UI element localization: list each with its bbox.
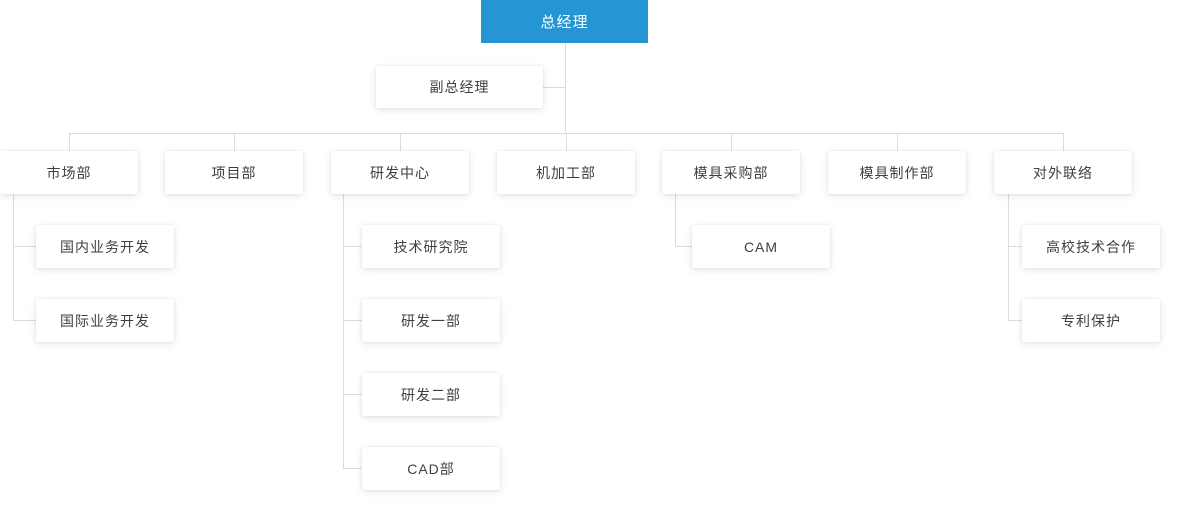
connector-line: [566, 133, 567, 151]
node-mold-making-dept[interactable]: 模具制作部: [828, 151, 966, 194]
connector-line: [1008, 194, 1009, 321]
connector-line: [13, 194, 14, 321]
node-external-liaison[interactable]: 对外联络: [994, 151, 1132, 194]
connector-line: [343, 320, 362, 321]
node-international-business-dev[interactable]: 国际业务开发: [36, 299, 174, 342]
node-mold-purchasing-dept[interactable]: 模具采购部: [662, 151, 800, 194]
connector-line: [675, 246, 692, 247]
node-university-cooperation[interactable]: 高校技术合作: [1022, 225, 1160, 268]
node-rd-center[interactable]: 研发中心: [331, 151, 469, 194]
node-deputy-general-manager[interactable]: 副总经理: [376, 66, 543, 108]
connector-line: [234, 133, 235, 151]
connector-line: [400, 133, 401, 151]
connector-line: [1008, 320, 1022, 321]
connector-line: [731, 133, 732, 151]
connector-line: [565, 43, 566, 133]
node-cad-dept[interactable]: CAD部: [362, 447, 500, 490]
connector-line: [1008, 246, 1022, 247]
node-rd-dept-1[interactable]: 研发一部: [362, 299, 500, 342]
connector-line: [1063, 133, 1064, 151]
connector-line: [675, 194, 676, 247]
node-marketing-dept[interactable]: 市场部: [0, 151, 138, 194]
connector-line: [897, 133, 898, 151]
connector-line: [69, 133, 70, 151]
node-patent-protection[interactable]: 专利保护: [1022, 299, 1160, 342]
connector-line: [343, 394, 362, 395]
node-rd-dept-2[interactable]: 研发二部: [362, 373, 500, 416]
connector-line: [13, 246, 36, 247]
connector-line: [343, 246, 362, 247]
connector-line: [543, 87, 565, 88]
connector-line: [343, 194, 344, 469]
node-domestic-business-dev[interactable]: 国内业务开发: [36, 225, 174, 268]
node-tech-research-institute[interactable]: 技术研究院: [362, 225, 500, 268]
connector-line: [13, 320, 36, 321]
node-machining-dept[interactable]: 机加工部: [497, 151, 635, 194]
node-cam[interactable]: CAM: [692, 225, 830, 268]
node-project-dept[interactable]: 项目部: [165, 151, 303, 194]
node-general-manager[interactable]: 总经理: [481, 0, 648, 43]
connector-line: [343, 468, 362, 469]
